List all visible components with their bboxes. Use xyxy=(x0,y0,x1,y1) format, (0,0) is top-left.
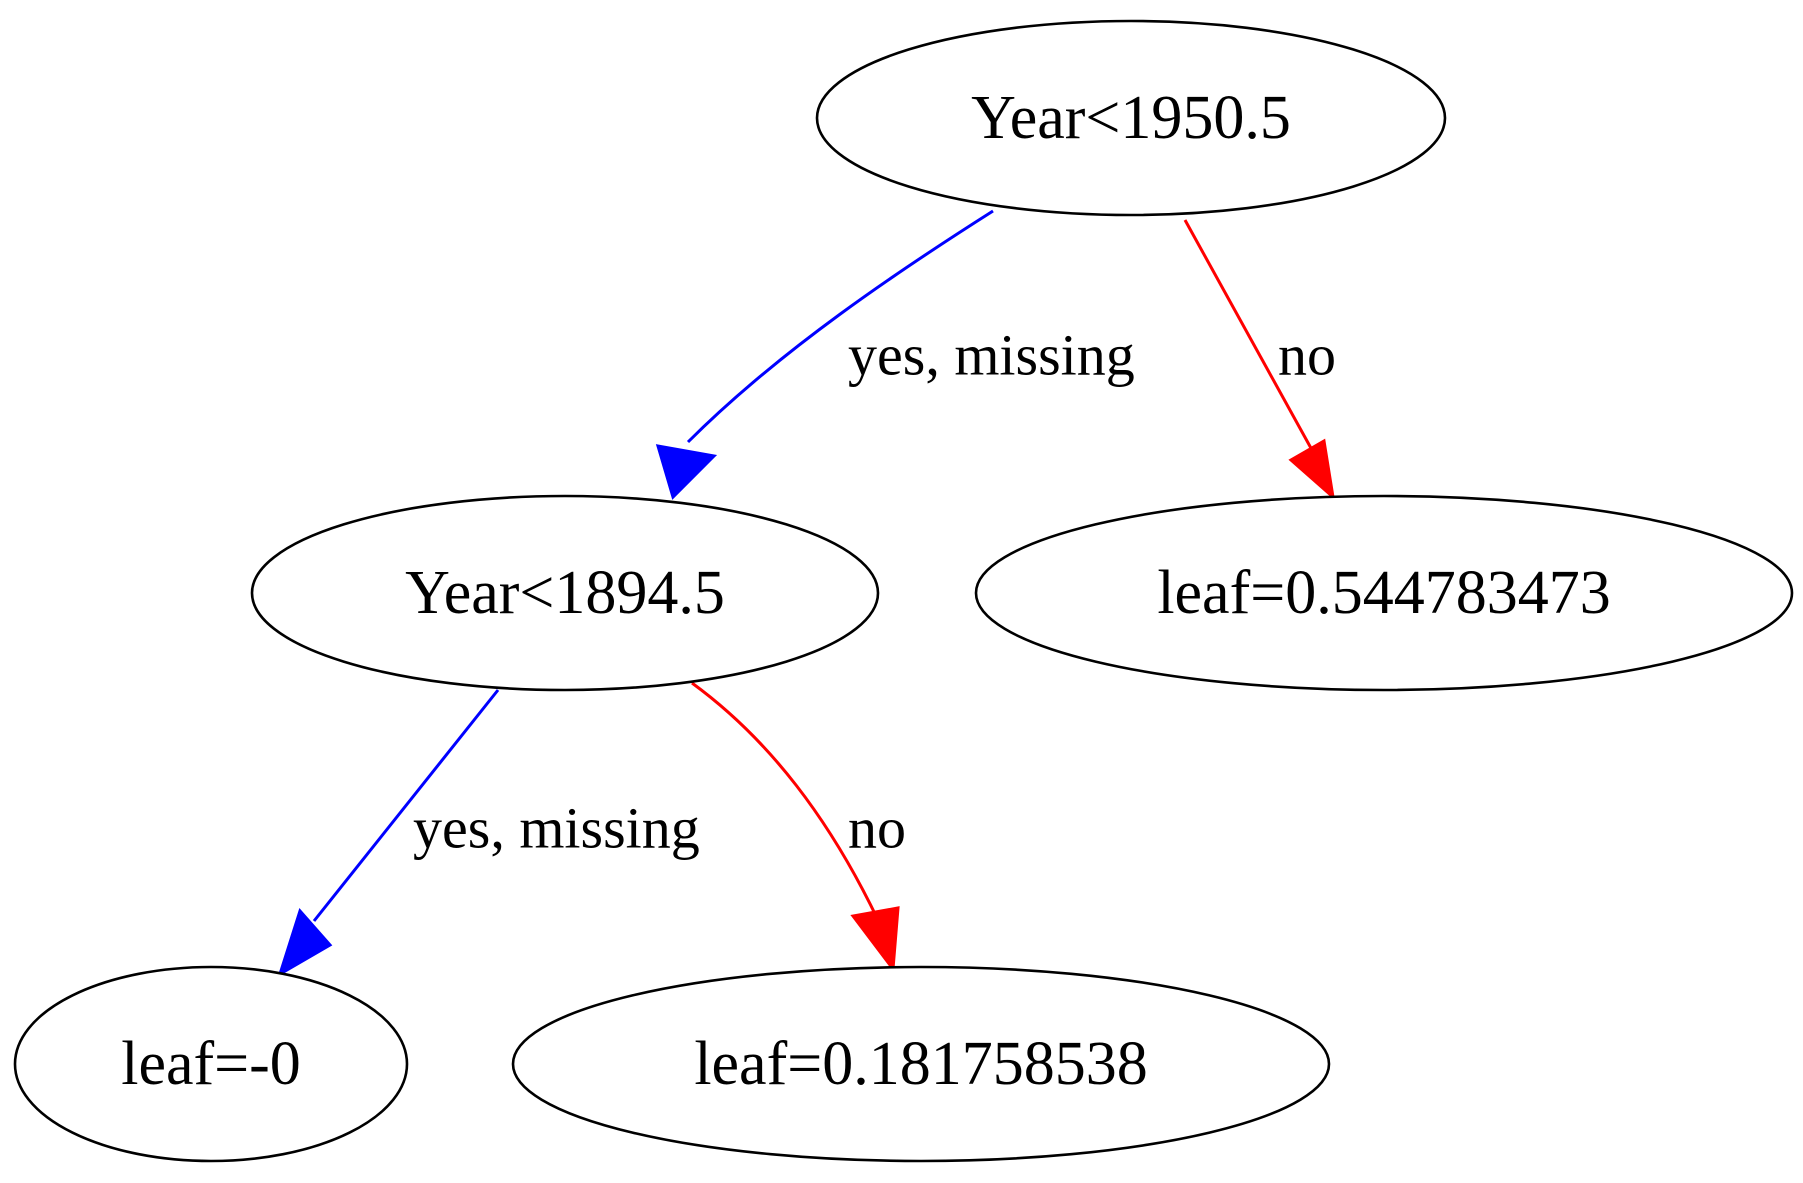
node-leaf-018-label: leaf=0.181758538 xyxy=(694,1030,1147,1098)
node-split-1894-ellipse xyxy=(250,494,880,692)
node-root: Year<1950.5 xyxy=(815,19,1447,217)
node-root-label: Year<1950.5 xyxy=(971,84,1291,152)
edge-split-no-arrowhead xyxy=(850,906,900,974)
node-leaf-018-ellipse xyxy=(511,965,1331,1163)
node-leaf-018: leaf=0.181758538 xyxy=(511,965,1331,1163)
node-leaf-054-label: leaf=0.544783473 xyxy=(1157,559,1610,627)
edge-root-yes: yes, missing xyxy=(655,209,1135,500)
node-leaf-054-ellipse xyxy=(974,494,1794,692)
node-split-1894: Year<1894.5 xyxy=(250,494,880,692)
edge-root-yes-line xyxy=(686,209,994,444)
edge-split-yes: yes, missing xyxy=(277,689,700,978)
edge-split-no-line xyxy=(691,681,880,921)
node-leaf-054: leaf=0.544783473 xyxy=(974,494,1794,692)
edge-split-no: no xyxy=(691,681,906,974)
edge-split-no-label: no xyxy=(848,796,906,861)
edge-root-yes-arrowhead xyxy=(655,444,718,500)
node-leaf-neg0-ellipse xyxy=(13,965,409,1163)
edge-root-no-arrowhead xyxy=(1288,438,1336,501)
edge-split-yes-arrowhead xyxy=(277,908,333,978)
node-leaf-neg0: leaf=-0 xyxy=(13,965,409,1163)
edge-split-yes-line xyxy=(312,689,500,922)
node-split-1894-label: Year<1894.5 xyxy=(405,559,725,627)
edge-root-no-label: no xyxy=(1278,323,1336,388)
edge-root-yes-label: yes, missing xyxy=(848,323,1135,388)
node-leaf-neg0-label: leaf=-0 xyxy=(121,1030,301,1098)
node-root-ellipse xyxy=(815,19,1447,217)
edge-root-no-line xyxy=(1183,219,1314,451)
edge-split-yes-label: yes, missing xyxy=(413,796,700,861)
edge-root-no: no xyxy=(1183,219,1336,501)
